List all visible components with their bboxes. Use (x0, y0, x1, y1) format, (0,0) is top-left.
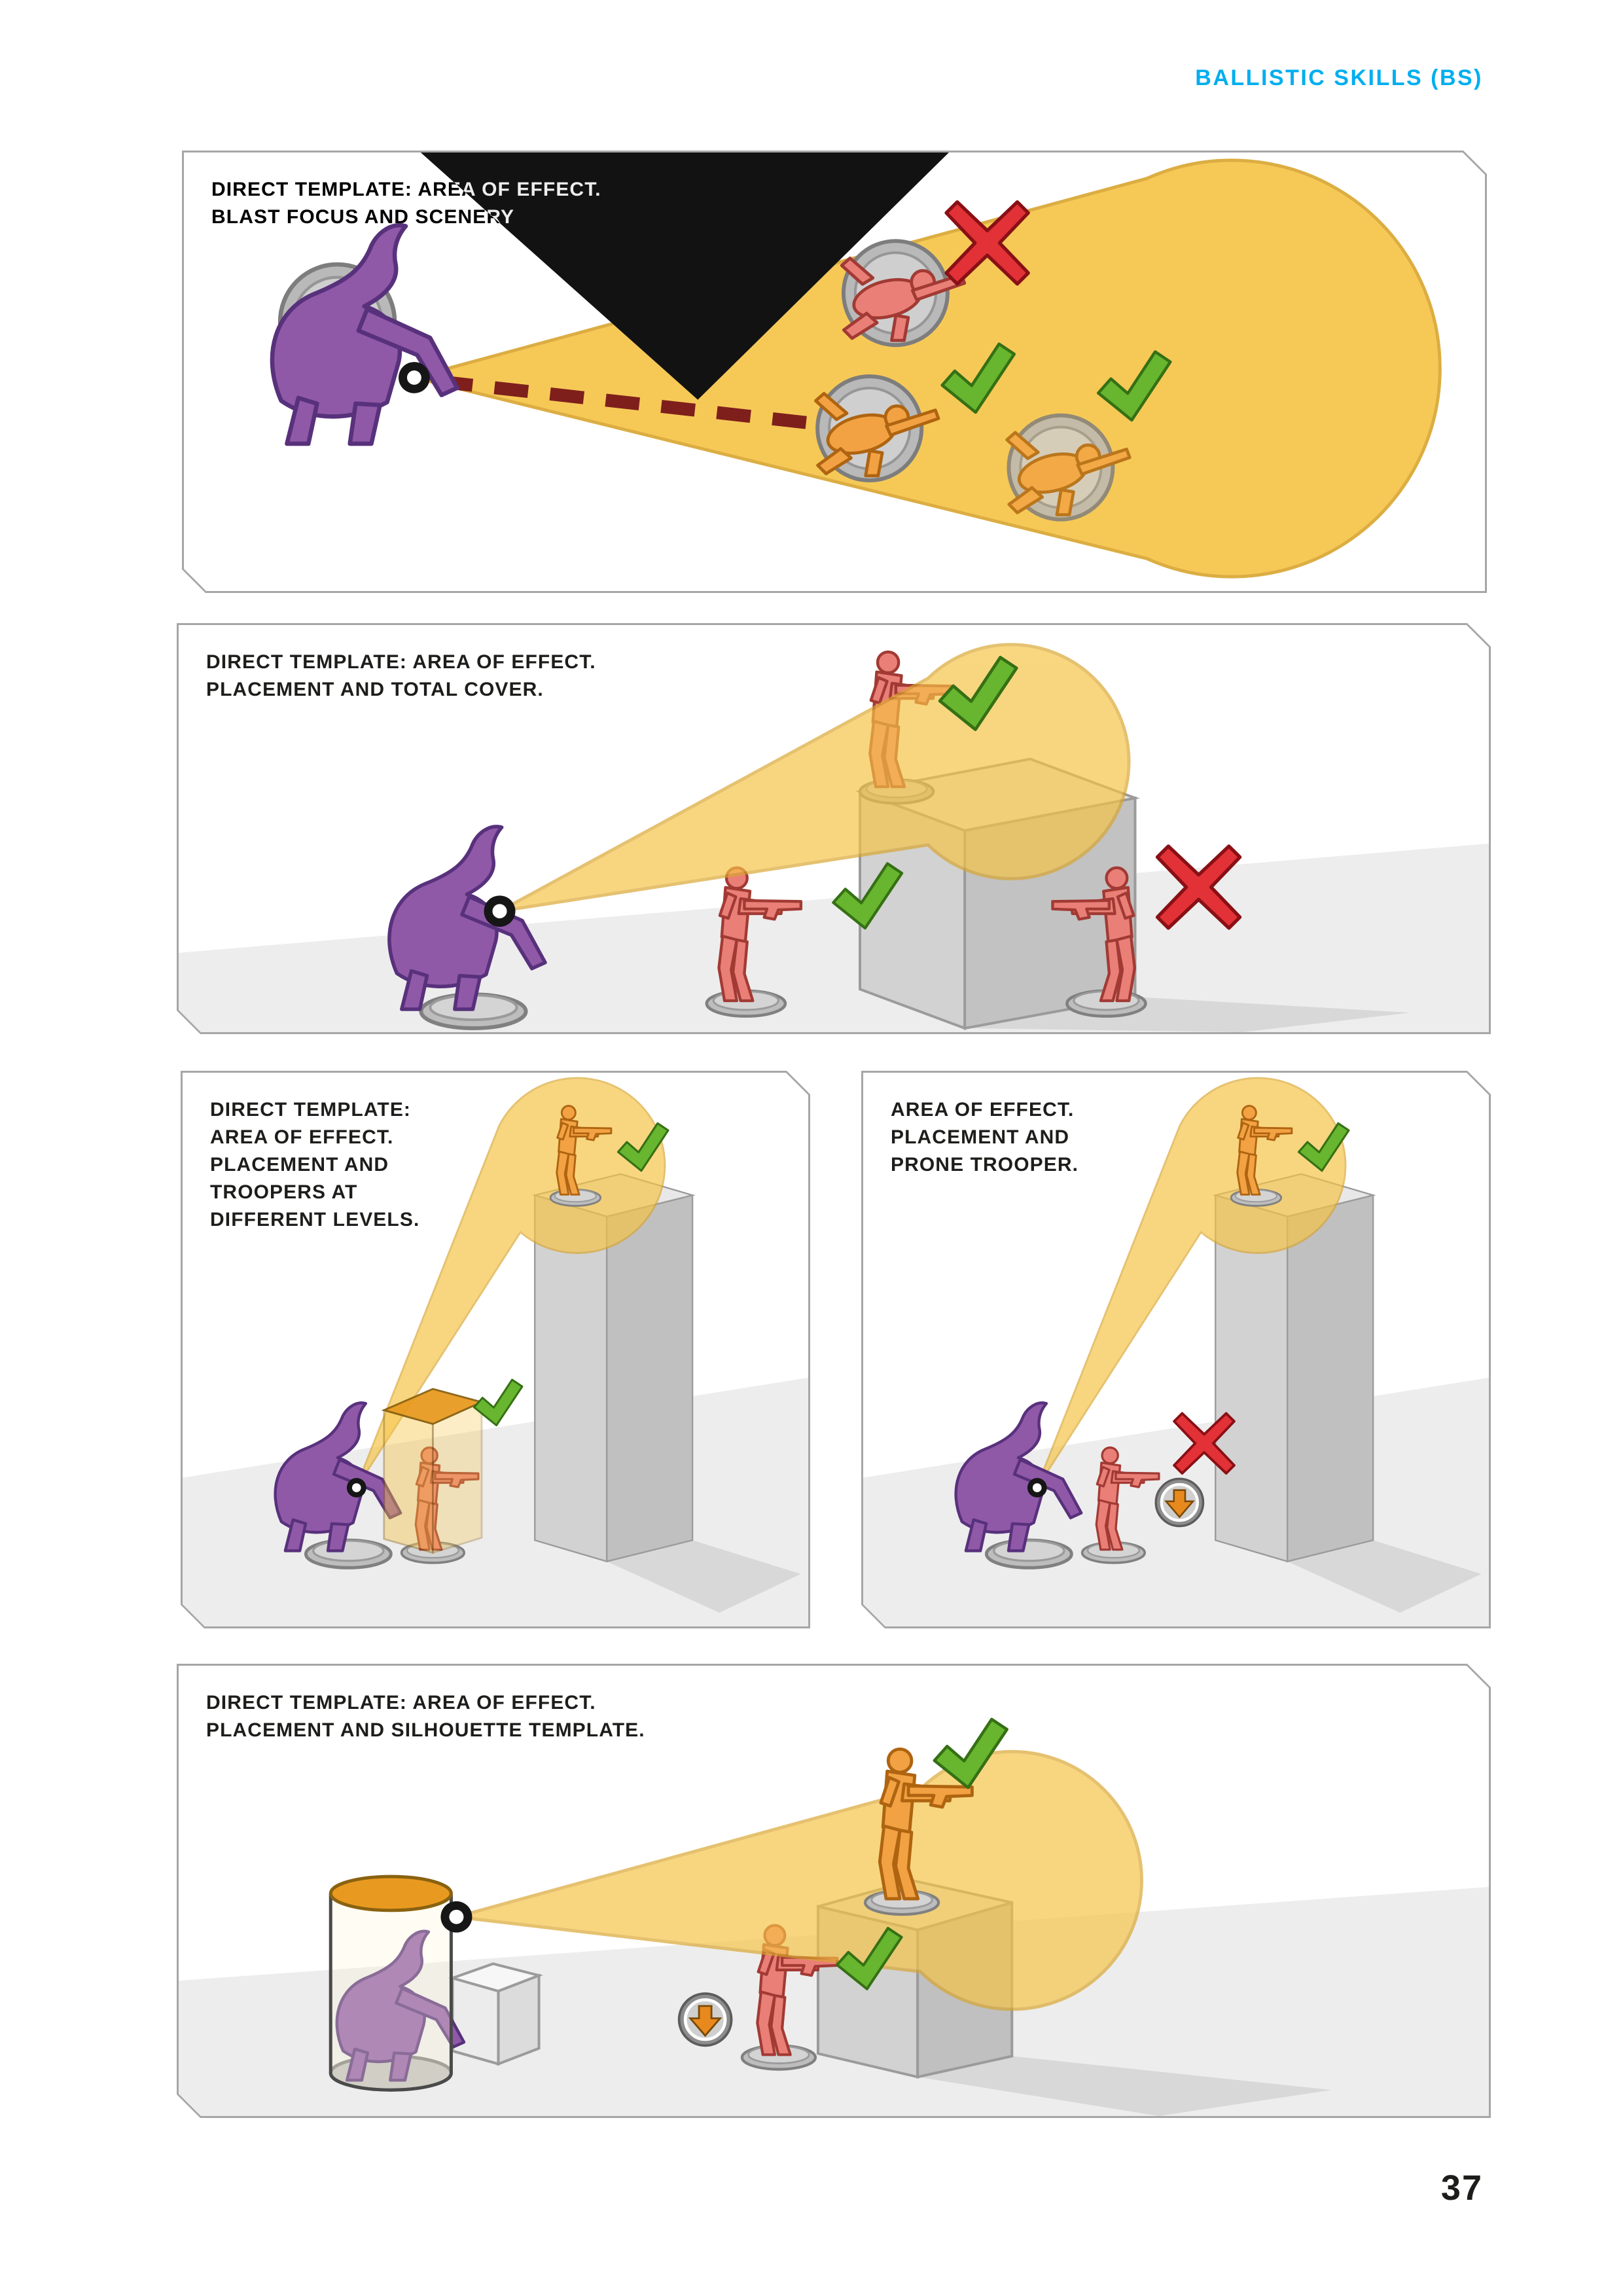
blast-focus-icon (1027, 1478, 1047, 1498)
panel-caption: AREA OF EFFECT. PLACEMENT AND PRONE TROO… (891, 1096, 1079, 1179)
caption-line: AREA OF EFFECT. (210, 1126, 394, 1148)
caption-line: BLAST FOCUS AND SCENERY (211, 206, 515, 228)
diagram-prone-trooper (863, 1073, 1489, 1626)
white-crate (452, 1964, 539, 2064)
blast-focus-icon (347, 1478, 366, 1498)
floor (179, 844, 1489, 1032)
panel-surface: DIRECT TEMPLATE: AREA OF EFFECT. BLAST F… (184, 152, 1485, 591)
caption-line: TROOPERS AT (210, 1181, 358, 1203)
trajectory-dashed-line (439, 382, 834, 426)
panel-surface: DIRECT TEMPLATE: AREA OF EFFECT. PLACEME… (183, 1073, 808, 1626)
box-shadow (918, 2056, 1332, 2116)
caption-line: DIRECT TEMPLATE: AREA OF EFFECT. (206, 651, 596, 673)
caption-line: PLACEMENT AND (210, 1154, 389, 1175)
caption-line: DIRECT TEMPLATE: (210, 1099, 412, 1121)
scenery-black-triangle (421, 152, 949, 400)
panel-surface: DIRECT TEMPLATE: AREA OF EFFECT. PLACEME… (179, 625, 1489, 1032)
diagram-different-levels (183, 1073, 808, 1626)
panel-caption: DIRECT TEMPLATE: AREA OF EFFECT. PLACEME… (206, 1689, 645, 1744)
panel-blast-focus-scenery: DIRECT TEMPLATE: AREA OF EFFECT. BLAST F… (182, 151, 1487, 593)
blast-focus-icon (399, 362, 430, 393)
trooper-base (306, 1540, 391, 1568)
blast-focus-icon (440, 1901, 472, 1933)
template-volume-box (384, 1389, 482, 1552)
panel-prone-trooper: AREA OF EFFECT. PLACEMENT AND PRONE TROO… (861, 1071, 1491, 1628)
prone-token-icon (1156, 1479, 1203, 1526)
panel-total-cover: DIRECT TEMPLATE: AREA OF EFFECT. PLACEME… (177, 623, 1491, 1034)
panel-surface: DIRECT TEMPLATE: AREA OF EFFECT. PLACEME… (179, 1666, 1489, 2116)
box-shadow (965, 997, 1410, 1032)
page-number: 37 (1440, 2168, 1483, 2208)
panel-caption: DIRECT TEMPLATE: AREA OF EFFECT. PLACEME… (210, 1096, 419, 1234)
silhouette-template-cylinder (330, 1876, 464, 2090)
caption-line: DIFFERENT LEVELS. (210, 1209, 420, 1230)
diagram-total-cover (179, 625, 1489, 1032)
box-shadow (1287, 1540, 1481, 1613)
blast-template (414, 160, 1440, 577)
panel-caption: DIRECT TEMPLATE: AREA OF EFFECT. BLAST F… (211, 176, 601, 231)
page-title: BALLISTIC SKILLS (BS) (1195, 65, 1483, 90)
diagram-blast-focus-scenery (184, 152, 1485, 591)
caption-line: PRONE TROOPER. (891, 1154, 1079, 1175)
panel-silhouette-template: DIRECT TEMPLATE: AREA OF EFFECT. PLACEME… (177, 1664, 1491, 2118)
blast-template (1036, 1078, 1346, 1490)
blast-template (456, 1751, 1141, 2009)
caption-line: DIRECT TEMPLATE: AREA OF EFFECT. (206, 1692, 596, 1713)
diagram-silhouette-template (179, 1666, 1489, 2116)
panel-different-levels: DIRECT TEMPLATE: AREA OF EFFECT. PLACEME… (181, 1071, 810, 1628)
caption-line: PLACEMENT AND TOTAL COVER. (206, 679, 544, 700)
caption-line: PLACEMENT AND (891, 1126, 1070, 1148)
alien-figure (272, 225, 457, 444)
caption-line: DIRECT TEMPLATE: AREA OF EFFECT. (211, 179, 601, 200)
blast-template (355, 1078, 665, 1490)
trooper-base (986, 1540, 1071, 1568)
blast-focus-icon (484, 895, 515, 927)
caption-line: AREA OF EFFECT. (891, 1099, 1075, 1121)
active-alien-trooper (272, 225, 457, 444)
box-shadow (607, 1540, 800, 1613)
panel-caption: DIRECT TEMPLATE: AREA OF EFFECT. PLACEME… (206, 649, 596, 704)
panel-surface: AREA OF EFFECT. PLACEMENT AND PRONE TROO… (863, 1073, 1489, 1626)
caption-line: PLACEMENT AND SILHOUETTE TEMPLATE. (206, 1719, 645, 1741)
prone-token-icon (679, 1994, 732, 2045)
